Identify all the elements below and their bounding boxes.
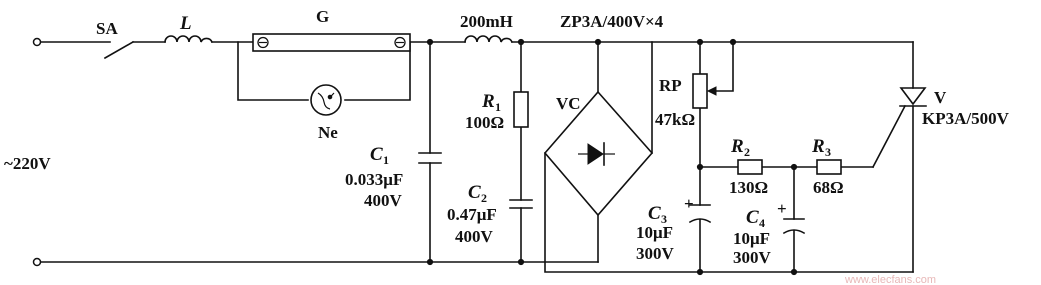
fluorescent-tube: G <box>252 7 411 52</box>
watermark: www.elecfans.com <box>844 274 936 285</box>
c1-subscript: 1 <box>383 153 389 167</box>
input-terminals <box>32 37 42 267</box>
c2-rating: 400V <box>455 227 494 246</box>
r2-value: 130Ω <box>729 178 768 197</box>
rp-label: RP <box>659 76 682 95</box>
supply-label: ~220V <box>4 154 51 173</box>
resistor-r2: R 2 130Ω <box>729 136 768 197</box>
r1-label: R <box>481 91 495 112</box>
capacitor-c1: C 1 0.033μF 400V <box>345 144 442 210</box>
rp-value: 47kΩ <box>655 110 695 129</box>
switch-label: SA <box>96 19 118 38</box>
inductor-l: L <box>164 13 214 44</box>
inductor-label: L <box>179 13 192 34</box>
r2-subscript: 2 <box>744 145 750 159</box>
c3-plus: + <box>684 194 694 213</box>
c1-label: C <box>370 144 383 165</box>
junction-dots <box>426 38 798 276</box>
c3-subscript: 3 <box>661 212 667 226</box>
choke-label: 200mH <box>460 12 513 31</box>
c3-rating: 300V <box>636 244 675 263</box>
scr-label: V <box>934 88 947 107</box>
c4-rating: 300V <box>733 248 772 267</box>
c3-value: 10μF <box>636 223 673 242</box>
c4-value: 10μF <box>733 229 770 248</box>
r3-label: R <box>811 136 825 157</box>
r1-subscript: 1 <box>495 100 501 114</box>
capacitor-c2: C 2 0.47μF 400V <box>447 182 533 246</box>
c2-label: C <box>468 182 481 203</box>
bridge-rectifier: VC ZP3A/400V×4 <box>543 12 664 217</box>
r3-subscript: 3 <box>825 145 831 159</box>
potentiometer-rp: RP 47kΩ <box>655 73 717 129</box>
capacitor-c3: + C 3 10μF 300V <box>636 194 712 263</box>
r1-value: 100Ω <box>465 113 504 132</box>
c1-rating: 400V <box>364 191 403 210</box>
c1-value: 0.033μF <box>345 170 403 189</box>
c3-label: C <box>648 203 661 224</box>
c2-value: 0.47μF <box>447 205 497 224</box>
capacitor-c4: + C 4 10μF 300V <box>733 199 806 267</box>
r3-value: 68Ω <box>813 178 844 197</box>
choke-200mh: 200mH <box>460 12 514 44</box>
resistor-r1: R 1 100Ω <box>465 91 529 132</box>
bridge-part-label: ZP3A/400V×4 <box>560 12 664 31</box>
c4-label: C <box>746 207 759 228</box>
scr-part-label: KP3A/500V <box>922 109 1010 128</box>
switch-sa: SA <box>96 19 118 38</box>
neon-starter: Ne <box>310 84 342 142</box>
bridge-label: VC <box>556 94 581 113</box>
thyristor-v: V KP3A/500V <box>899 87 1010 128</box>
neon-label: Ne <box>318 123 338 142</box>
resistor-r3: R 3 68Ω <box>811 136 844 197</box>
c2-subscript: 2 <box>481 191 487 205</box>
tube-label: G <box>316 7 329 26</box>
c4-subscript: 4 <box>759 216 765 230</box>
wires <box>39 40 914 273</box>
c4-plus: + <box>777 199 787 218</box>
r2-label: R <box>730 136 744 157</box>
